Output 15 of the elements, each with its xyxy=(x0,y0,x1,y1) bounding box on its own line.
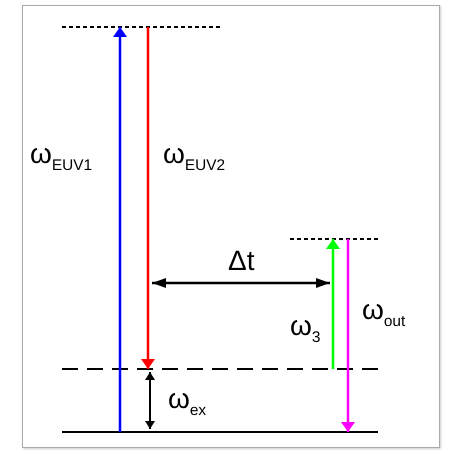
virtual-level-line xyxy=(62,368,378,370)
transition-arrow xyxy=(115,27,125,432)
transition-arrow xyxy=(146,372,154,429)
transition-arrow xyxy=(143,27,153,369)
edge-label: ω$_{ex}$ xyxy=(168,385,206,418)
time-delay-label: Δt xyxy=(228,247,254,275)
edge-label: ω$_{EUV1}$ xyxy=(30,140,92,174)
transition-arrow xyxy=(328,239,338,369)
virtual-level-line xyxy=(290,238,378,240)
edge-label: ω$_{EUV2}$ xyxy=(163,140,226,174)
virtual-level-line xyxy=(62,26,222,28)
transition-arrow xyxy=(343,239,353,432)
edge-label: ω$_{3}$ xyxy=(290,312,320,346)
energy-level-line xyxy=(62,431,378,433)
edge-label: ω$_{out}$ xyxy=(362,296,406,330)
